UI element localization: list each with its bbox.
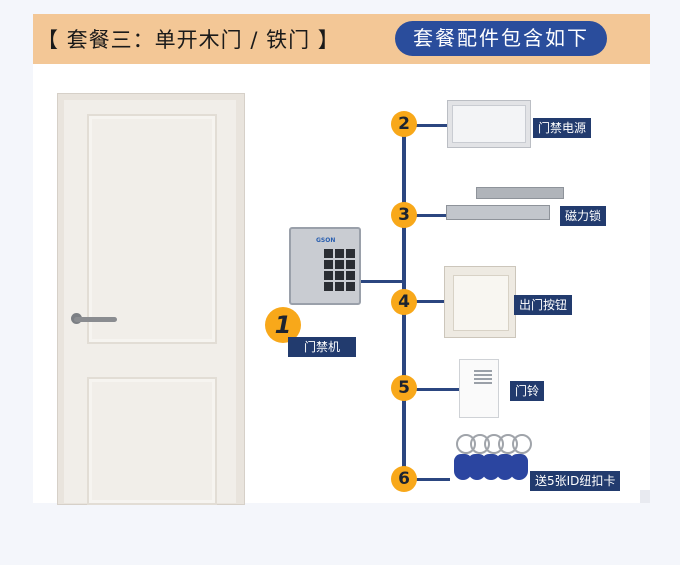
exit-button-image bbox=[444, 266, 516, 338]
magnetic-lock-image bbox=[446, 205, 550, 220]
badge-3: 3 bbox=[391, 202, 417, 228]
door-lower-panel bbox=[87, 377, 217, 505]
door-upper-panel bbox=[87, 114, 217, 344]
magnetic-lock-armature-image bbox=[476, 187, 564, 199]
label-doorbell: 门铃 bbox=[510, 381, 545, 401]
power-supply-image bbox=[447, 100, 531, 148]
door-illustration bbox=[64, 100, 236, 505]
badge-4: 4 bbox=[391, 289, 417, 315]
wire-3 bbox=[404, 214, 446, 217]
keypad-keys bbox=[324, 249, 355, 291]
package-title: 【 套餐三：单开木门 / 铁门 】 bbox=[37, 28, 340, 52]
id-fobs-image bbox=[450, 432, 532, 504]
wire-4 bbox=[404, 300, 444, 303]
wire-keypad bbox=[357, 280, 404, 283]
badge-6: 6 bbox=[391, 466, 417, 492]
label-power-supply: 门禁电源 bbox=[533, 118, 592, 138]
access-keypad-image: GSON bbox=[289, 227, 361, 305]
badge-2: 2 bbox=[391, 111, 417, 137]
door-handle bbox=[74, 317, 117, 322]
label-id-fobs: 送5张ID纽扣卡 bbox=[530, 471, 621, 491]
wire-6 bbox=[404, 478, 450, 481]
doorbell-image bbox=[459, 359, 499, 418]
label-exit-button: 出门按钮 bbox=[514, 295, 573, 315]
header-bar: 【 套餐三：单开木门 / 铁门 】 套餐配件包含如下 bbox=[33, 14, 650, 64]
wire-5 bbox=[404, 388, 459, 391]
keypad-brand: GSON bbox=[316, 237, 336, 244]
label-access-controller: 门禁机 bbox=[288, 337, 356, 357]
wire-2 bbox=[404, 124, 447, 127]
edge-marker bbox=[640, 490, 650, 503]
badge-5: 5 bbox=[391, 375, 417, 401]
label-magnetic-lock: 磁力锁 bbox=[560, 206, 607, 226]
contents-pill: 套餐配件包含如下 bbox=[395, 21, 607, 56]
